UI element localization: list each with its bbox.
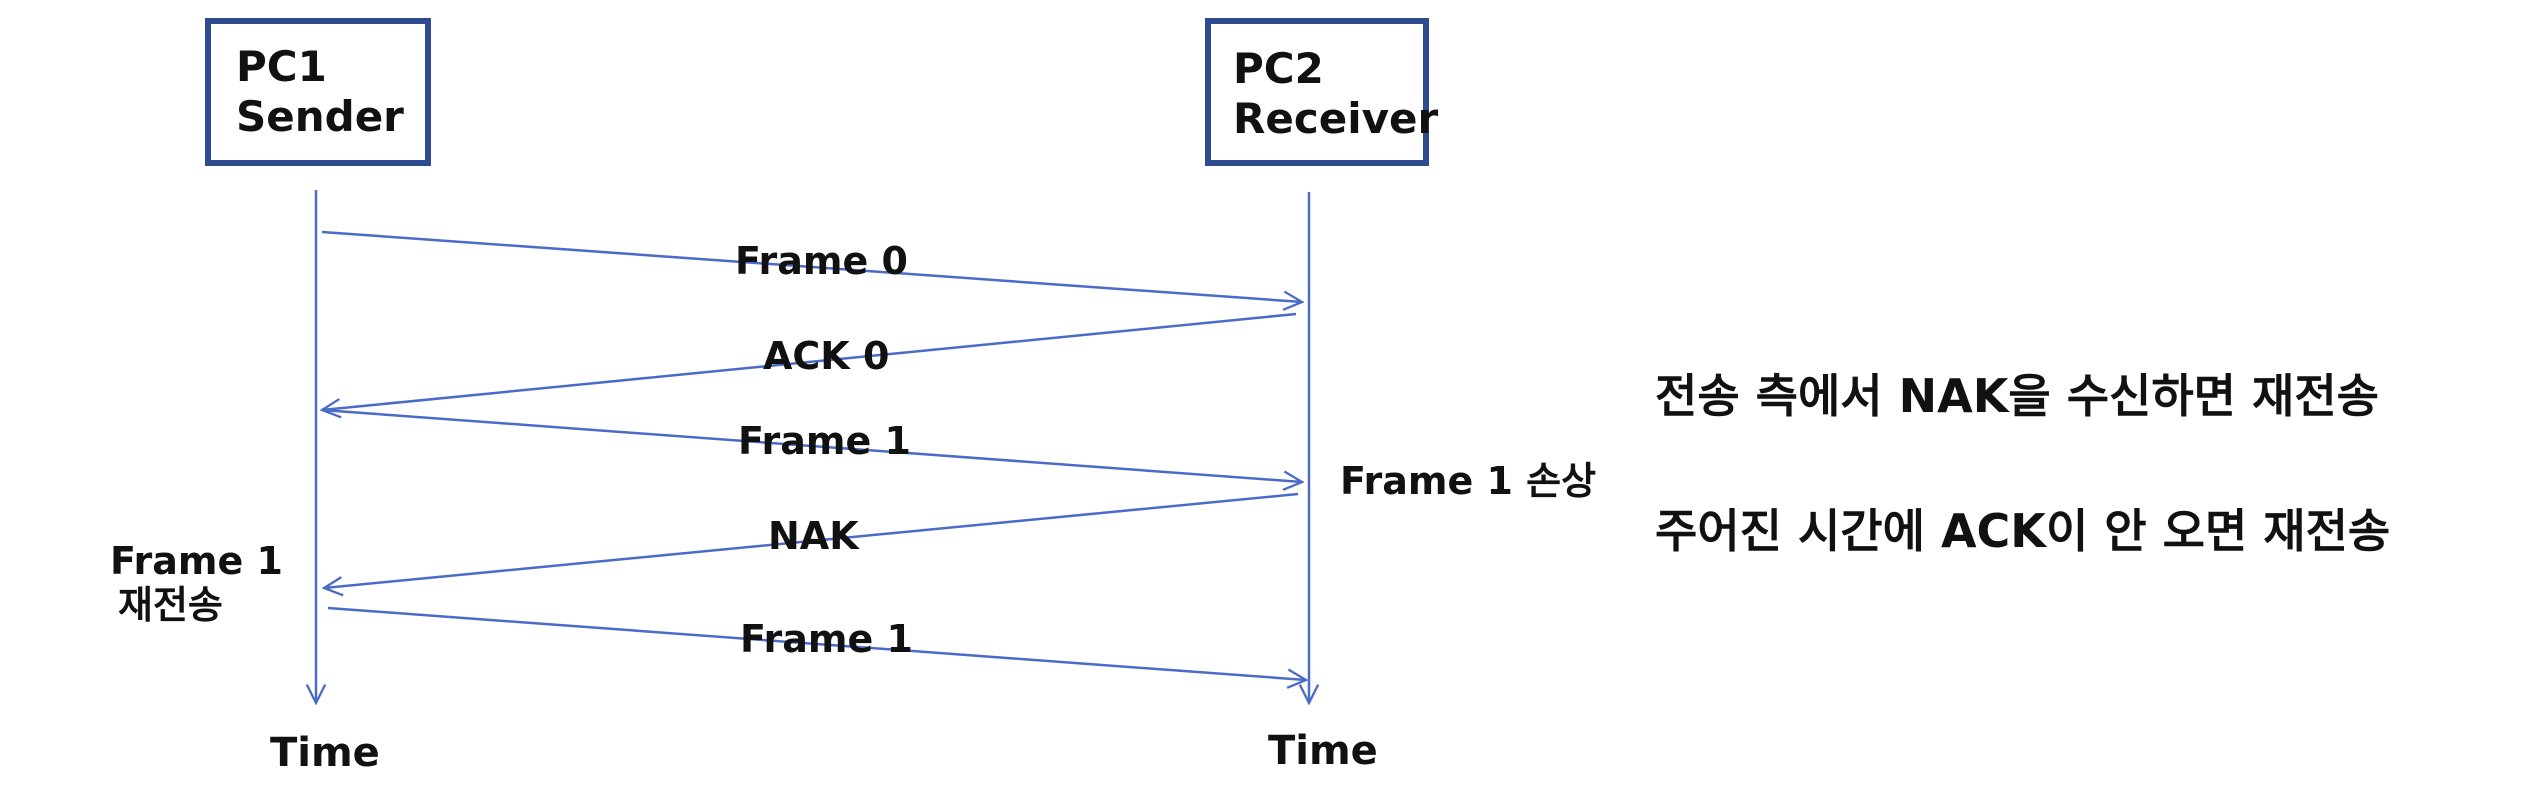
frame-loss-label: Frame 1 손상 (1340, 459, 1597, 503)
retransmit-label-line2: 재전송 (118, 582, 223, 627)
sender-node-label: PC1 Sender (236, 42, 404, 142)
receiver-node-line1: PC2 (1233, 44, 1324, 93)
frame-1-arrow (321, 408, 1302, 482)
note-timeout-retransmit: 주어진 시간에 ACK이 안 오면 재전송 (1655, 504, 2391, 558)
receiver-node-line2: Receiver (1233, 94, 1439, 143)
receiver-time-label: Time (1268, 728, 1378, 774)
receiver-node-label: PC2 Receiver (1233, 44, 1438, 144)
frame-0-label: Frame 0 (735, 239, 908, 283)
nak-label: NAK (768, 514, 859, 558)
retransmit-label: Frame 1 재전송 (110, 539, 283, 627)
sender-node-line1: PC1 (236, 42, 327, 91)
ack-0-label: ACK 0 (763, 334, 890, 378)
sender-node-box (205, 18, 431, 166)
retransmit-label-line1: Frame 1 (110, 539, 283, 583)
sender-node-line2: Sender (236, 92, 404, 141)
receiver-node-box (1205, 18, 1429, 166)
frame-0-arrow (321, 230, 1302, 302)
frame-1-retransmit-label: Frame 1 (740, 617, 913, 661)
frame-1-retransmit-arrow (327, 606, 1306, 680)
frame-1-label: Frame 1 (738, 419, 911, 463)
sender-time-label: Time (270, 730, 380, 776)
ack-0-arrow (322, 312, 1297, 410)
note-nak-retransmit: 전송 측에서 NAK을 수신하면 재전송 (1655, 369, 2379, 423)
nak-arrow (324, 492, 1299, 588)
